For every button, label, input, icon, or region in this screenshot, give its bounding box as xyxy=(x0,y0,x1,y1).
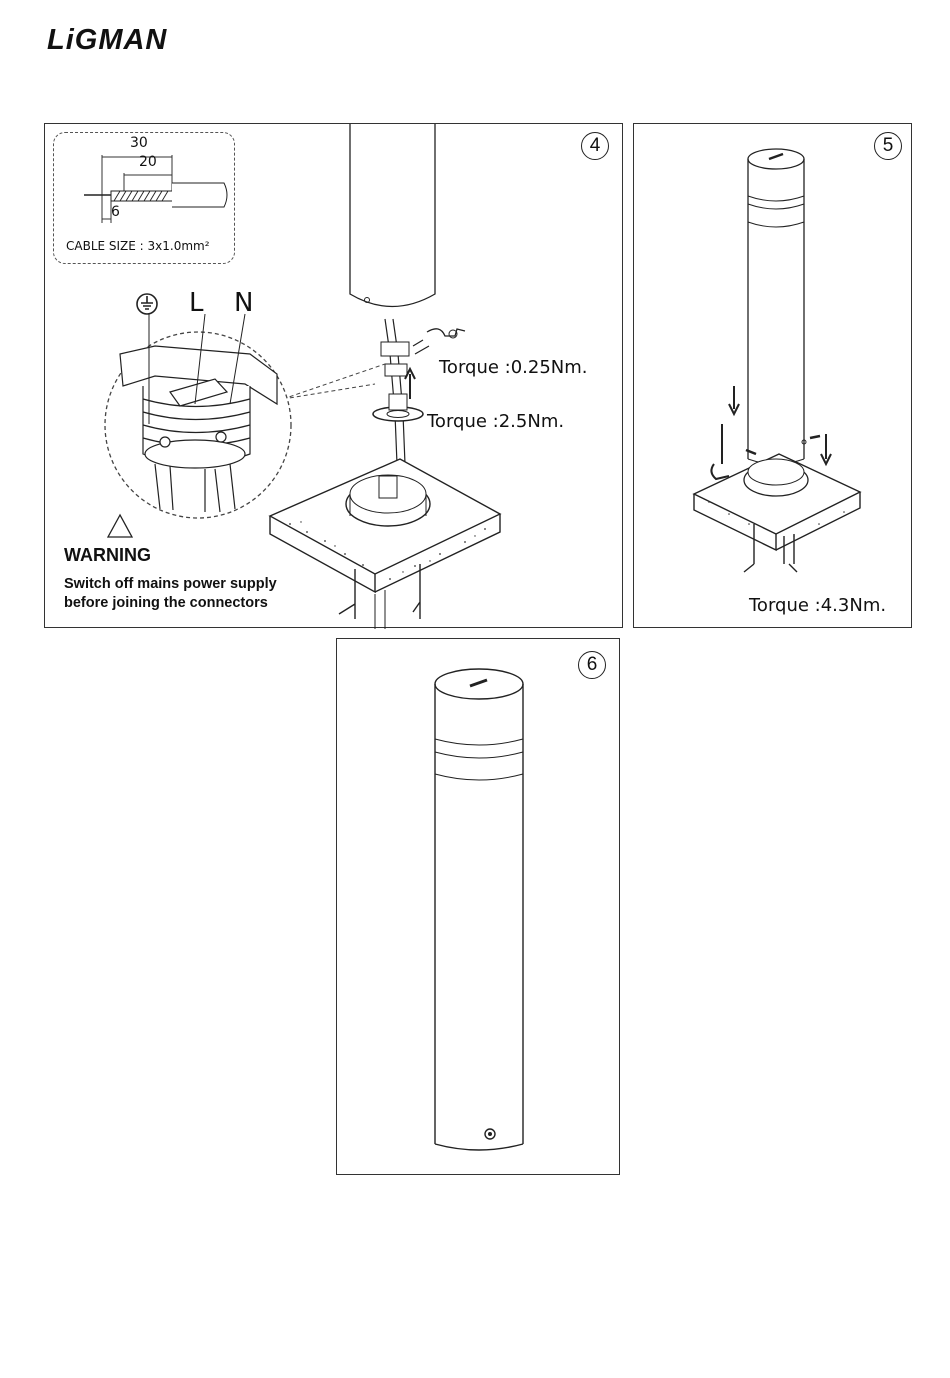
cable-diagram: 30 20 6 CABLE SIZE : 3x1.0mm² xyxy=(53,132,235,264)
torque-label-gland: Torque :2.5Nm. xyxy=(427,411,564,432)
dim-20: 20 xyxy=(139,154,157,170)
wire-label-neutral: N xyxy=(234,288,253,318)
step-6-panel: 6 xyxy=(336,638,620,1175)
warning-title: WARNING xyxy=(64,545,151,566)
torque-label-fixing: Torque :4.3Nm. xyxy=(749,595,886,616)
step-number-6: 6 xyxy=(578,651,606,679)
warning-line-2: before joining the connectors xyxy=(64,594,324,613)
logo-text: LiGMAN xyxy=(47,24,167,56)
step-4-panel: 4 30 20 6 CABLE SIZE : 3x1.0mm² L N Torq… xyxy=(44,123,623,628)
step-5-panel: 5 Torque :4.3Nm. xyxy=(633,123,912,628)
torque-label-connector: Torque :0.25Nm. xyxy=(439,357,588,378)
dim-30: 30 xyxy=(130,135,148,151)
ligman-logo: LiGMAN xyxy=(45,20,220,56)
wire-label-live: L xyxy=(189,288,204,318)
step-5-illustration xyxy=(634,124,913,629)
warning-line-1: Switch off mains power supply xyxy=(64,575,324,594)
earth-ground-icon xyxy=(135,292,159,316)
cable-size-label: CABLE SIZE : 3x1.0mm² xyxy=(66,239,210,253)
step-number-5: 5 xyxy=(874,132,902,160)
step-number-4: 4 xyxy=(581,132,609,160)
step-6-illustration xyxy=(337,639,621,1176)
warning-text: Switch off mains power supply before joi… xyxy=(64,575,324,613)
dim-6: 6 xyxy=(111,204,120,220)
